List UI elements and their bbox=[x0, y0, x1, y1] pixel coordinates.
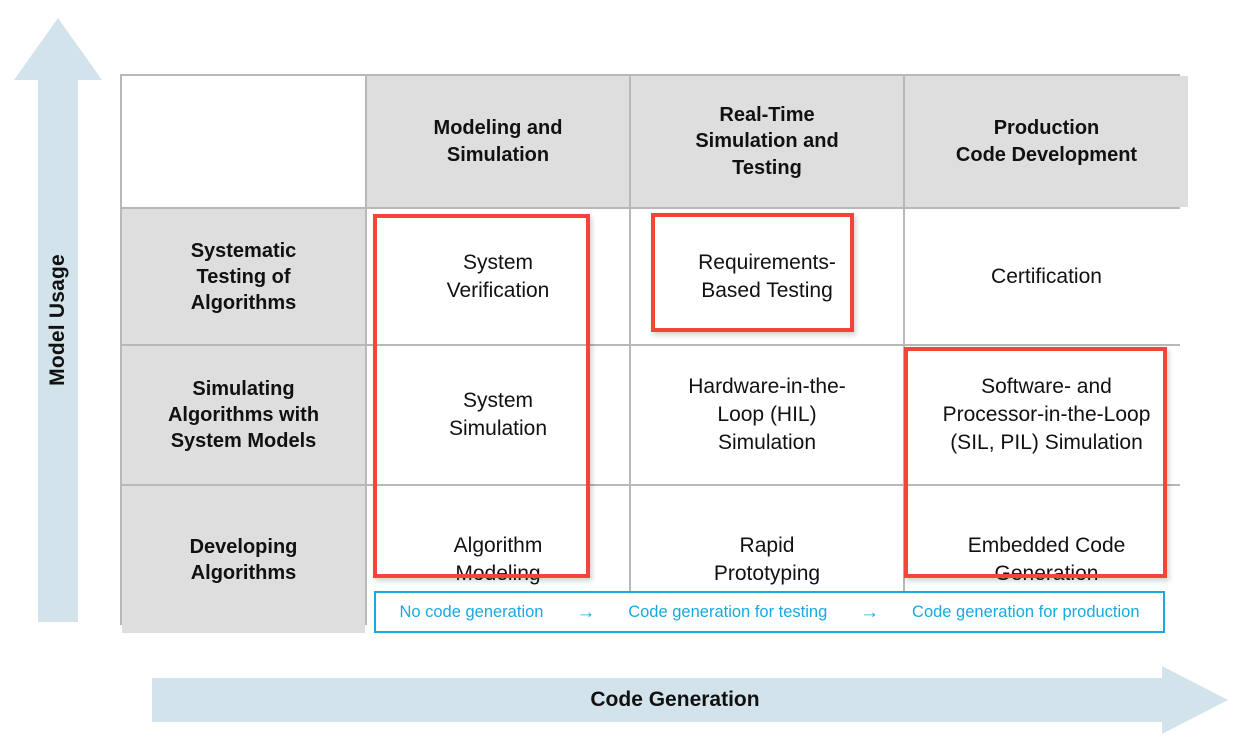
matrix-corner-cell bbox=[122, 76, 365, 207]
cell-requirements-based-testing: Requirements-Based Testing bbox=[631, 209, 903, 344]
codegen-step-no-code-generation: No code generation bbox=[399, 602, 544, 621]
codegen-arrow-icon-1: → bbox=[576, 601, 596, 623]
codegen-arrow-icon-2: → bbox=[860, 601, 880, 623]
codegen-step-code-generation-for-production: Code generation for production bbox=[912, 602, 1140, 621]
cell-certification: Certification bbox=[905, 209, 1188, 344]
up-arrow-icon bbox=[14, 18, 102, 622]
codegen-step-code-generation-for-testing: Code generation for testing bbox=[628, 602, 828, 621]
right-arrow-icon bbox=[152, 666, 1228, 734]
code-generation-progression-strip: No code generation → Code generation for… bbox=[374, 591, 1165, 633]
model-usage-axis-arrow bbox=[10, 14, 106, 626]
code-generation-axis-arrow bbox=[150, 664, 1230, 736]
cell-hardware-in-the-loop-simulation: Hardware-in-the-Loop (HIL)Simulation bbox=[631, 346, 903, 484]
